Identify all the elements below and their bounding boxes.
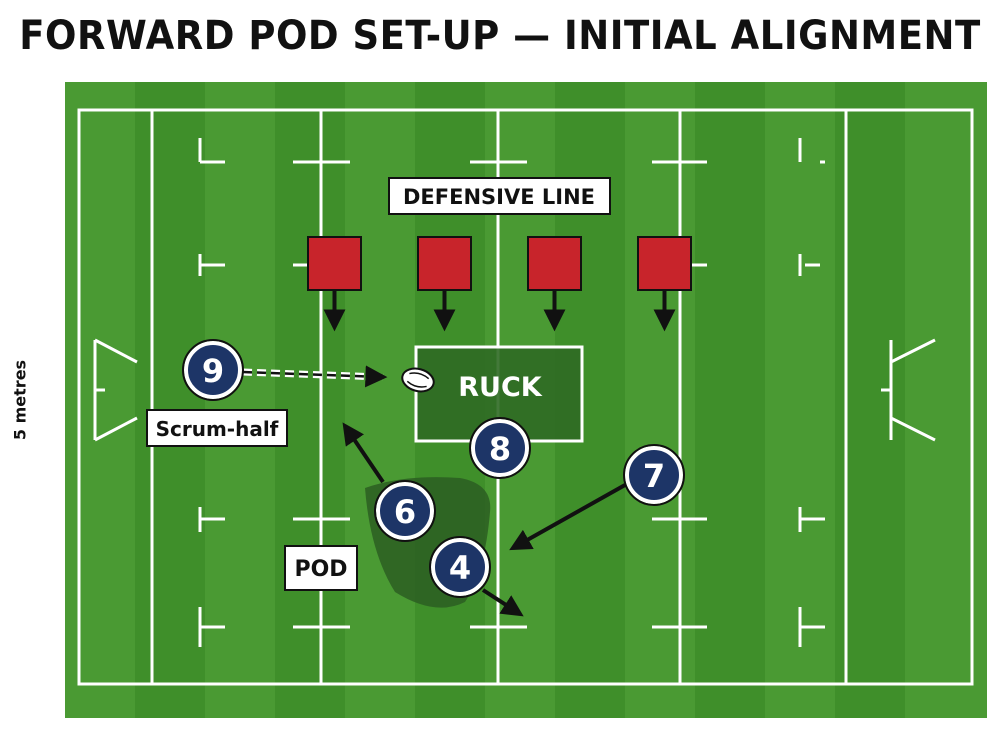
svg-text:6: 6 [394,493,416,531]
scrum-half-label: Scrum-half [146,409,288,447]
pod-label: POD [284,545,358,591]
player-7: 7 [623,444,685,506]
svg-text:4: 4 [449,549,471,587]
defender-d1 [307,236,362,332]
player-8: 8 [469,417,531,479]
page-title: FORWARD POD SET-UP — INITIAL ALIGNMENT [19,12,981,59]
svg-text:9: 9 [202,352,224,390]
run-arrow-6 [342,422,385,484]
rugby-pitch: RUCK DEFENSIVE LINE 9 [65,82,987,718]
defender-d2 [417,236,472,332]
pitch-diagram: RUCK DEFENSIVE LINE 9 [65,82,987,718]
svg-text:POD: POD [294,557,347,582]
player-6: 6 [374,480,436,542]
svg-text:DEFENSIVE LINE: DEFENSIVE LINE [403,185,595,209]
ruck-label: RUCK [458,372,543,403]
defensive-line-label: DEFENSIVE LINE [388,177,611,215]
svg-text:8: 8 [489,430,511,468]
pass-arrow-core [242,365,388,388]
player-9: 9 [182,339,244,401]
distance-label: 5 metres [10,359,30,441]
pitch-lines [77,108,974,686]
player-4: 4 [429,536,491,598]
run-arrow-7 [509,483,626,551]
defender-d4 [637,236,692,332]
defender-d3 [527,236,582,332]
rugby-ball-icon [401,367,435,393]
run-arrow-4 [481,588,524,617]
svg-text:Scrum-half: Scrum-half [156,417,279,441]
svg-text:7: 7 [643,457,665,495]
